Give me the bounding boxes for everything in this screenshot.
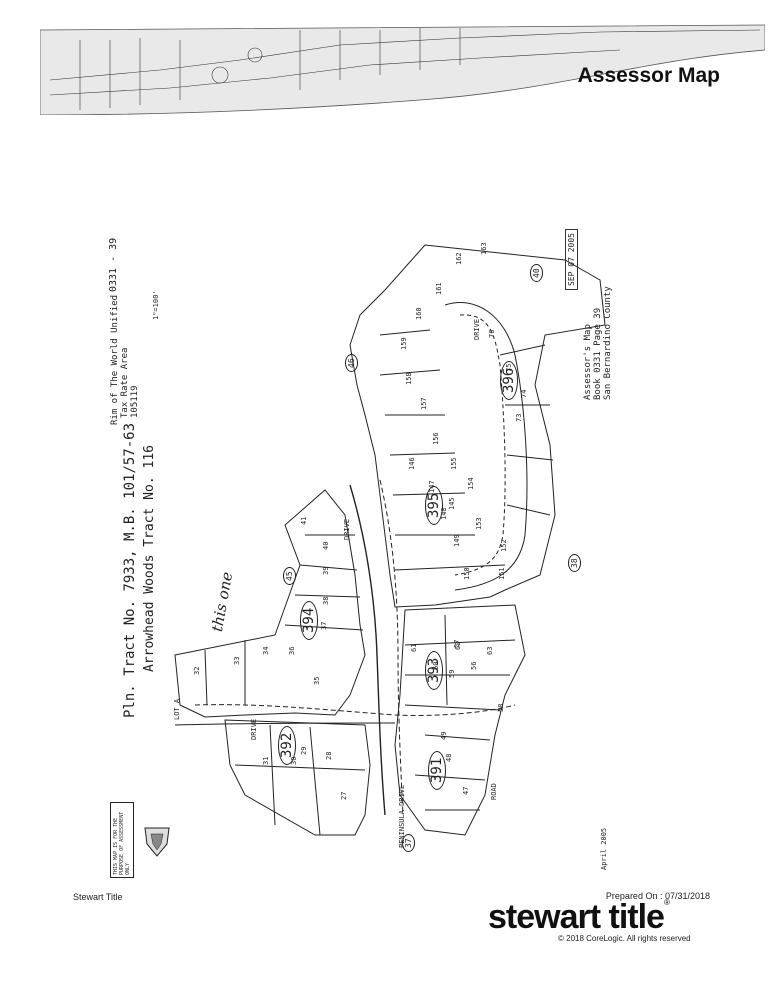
parcel-boundary-upper	[349, 244, 606, 608]
book-line2: Book 0331 Page 39	[593, 307, 603, 400]
scale-note: 1"=100'	[152, 290, 160, 320]
logo-text: stewart title	[488, 898, 665, 936]
lot-number: 149	[453, 534, 461, 547]
lot-number: 160	[415, 307, 423, 320]
lot-number: 38	[322, 596, 330, 605]
lot-number: 147	[428, 480, 436, 493]
lot-number: 39	[322, 566, 330, 575]
lot-number: 56	[470, 661, 478, 670]
lot-number: 155	[450, 457, 458, 470]
lot-number: 156	[432, 432, 440, 445]
tract-title: Pln. Tract No. 7933, M.B. 101/57-63	[122, 422, 138, 718]
street-lot-a: LOT A	[173, 698, 181, 720]
block-label-393: 393	[425, 650, 443, 690]
lot-number: 161	[435, 282, 443, 295]
page-title: Assessor Map	[577, 64, 720, 87]
street-drive-lower: DRIVE	[250, 718, 258, 740]
lot-number: 151	[498, 567, 506, 580]
page-ref-46: 46	[345, 354, 358, 372]
lot-number: 162	[455, 252, 463, 265]
street-drive-east: DRIVE	[473, 318, 481, 340]
lot-number: 27	[340, 791, 348, 800]
lot-number: 40	[322, 541, 330, 550]
book-line3: San Bernardino County	[603, 286, 613, 400]
lot-number: 41	[300, 516, 308, 525]
road-curve-east	[444, 301, 528, 591]
date-note: April 2005	[600, 827, 608, 870]
lot-number: 34	[262, 646, 270, 655]
stewart-title-label: Stewart Title	[73, 892, 123, 902]
tax-area-line3: 105119	[130, 385, 140, 418]
lot-number: 37	[320, 621, 328, 630]
lot-number: 28	[325, 751, 333, 760]
prepared-on: Prepared On : 07/31/2018	[605, 891, 710, 901]
lot-number: 59	[448, 669, 456, 678]
stewart-title-logo: stewart title®	[488, 898, 670, 936]
lot-number: 30	[290, 756, 298, 765]
lot-number: 76	[488, 329, 496, 338]
tract-subtitle: Arrowhead Woods Tract No. 116	[142, 445, 157, 672]
page-ref-38: 38	[568, 554, 581, 572]
assessor-map-drawing	[174, 244, 606, 836]
parcel-boundary-left	[174, 489, 366, 718]
lot-number: 36	[288, 646, 296, 655]
lot-number: 33	[233, 656, 241, 665]
lot-number: 48	[445, 753, 453, 762]
street-peninsula: PENINSULA DRIVE	[398, 784, 406, 848]
lot-number: 62	[454, 641, 462, 650]
lot-number: 49	[440, 731, 448, 740]
tax-area-line1: Rim of The World Unified	[110, 294, 120, 425]
lot-number: 61	[410, 643, 418, 652]
book-line1: Assessor's Map	[583, 324, 593, 400]
parcel-boundary-lower-right	[394, 604, 526, 836]
tax-area-line2: Tax Rate Area	[120, 347, 130, 418]
lot-number: 75	[505, 363, 513, 372]
lot-number: 157	[420, 397, 428, 410]
street-road: ROAD	[490, 783, 498, 800]
lot-number: 35	[313, 676, 321, 685]
block-label-391: 391	[428, 750, 446, 790]
lot-number: 148	[440, 507, 448, 520]
lot-number: 73	[515, 413, 523, 422]
road-bottom	[174, 722, 396, 726]
main-road-2	[379, 479, 404, 816]
map-banner-strip	[40, 24, 765, 115]
lot-number: 152	[500, 539, 508, 552]
lot-number: 60	[432, 661, 440, 670]
parcel-boundary-lower-left	[224, 719, 371, 836]
lot-number: 74	[520, 389, 528, 398]
street-drive-upper: DRIVE	[343, 518, 351, 540]
lot-number: 158	[405, 372, 413, 385]
assessment-disclaimer-box: THIS MAP IS FOR THE PURPOSE OF ASSESSMEN…	[110, 802, 134, 878]
lot-number: 63	[486, 646, 494, 655]
lot-number: 31	[262, 756, 270, 765]
county-seal-icon	[144, 827, 170, 857]
page-ref-40: 40	[530, 264, 543, 282]
lot-number: 150	[463, 567, 471, 580]
lot-number: 58	[497, 703, 505, 712]
lot-number: 154	[467, 477, 475, 490]
copyright-notice: © 2018 CoreLogic. All rights reserved	[558, 934, 691, 943]
page-ref-45: 45	[283, 567, 296, 585]
lot-number: 146	[408, 457, 416, 470]
lot-number: 32	[193, 666, 201, 675]
lot-number: 47	[462, 786, 470, 795]
revised-stamp: SEP 07 2005	[565, 229, 578, 290]
lot-number: 29	[300, 746, 308, 755]
lot-number: 163	[480, 242, 488, 255]
lot-number: 153	[475, 517, 483, 530]
road-curve-east-2	[454, 314, 506, 576]
lot-number: 145	[448, 497, 456, 510]
cross-road	[194, 704, 516, 717]
tax-area-code: 0331 - 39	[108, 237, 119, 292]
lot-number: 159	[400, 337, 408, 350]
main-road	[349, 484, 386, 816]
block-label-394: 394	[300, 600, 318, 640]
